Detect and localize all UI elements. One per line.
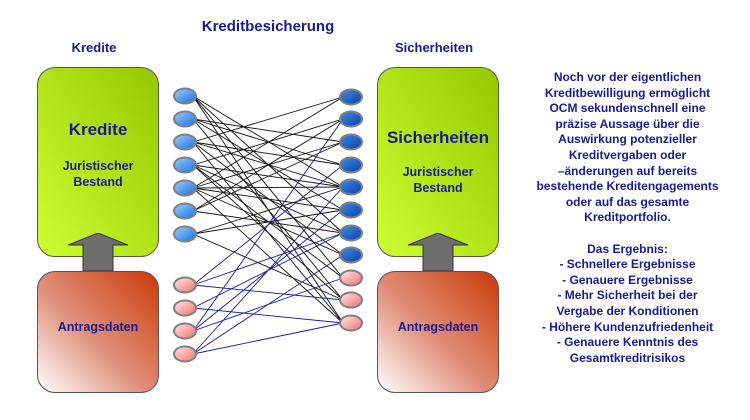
result-item: Gesamtkreditrisikos bbox=[569, 350, 686, 365]
description-line: Kreditportfolio. bbox=[584, 210, 671, 225]
left-credit-node bbox=[173, 133, 197, 151]
kredite-antragsdaten-box: Antragsdaten bbox=[37, 271, 159, 393]
application-link bbox=[192, 118, 344, 332]
right-collateral-node bbox=[339, 224, 363, 242]
credit-link bbox=[192, 95, 344, 188]
credit-link bbox=[192, 233, 344, 301]
left-credit-node bbox=[173, 202, 197, 220]
credit-link bbox=[192, 118, 344, 212]
left-credit-node bbox=[173, 156, 197, 174]
right-collateral-node bbox=[339, 88, 363, 106]
right-collateral-node bbox=[339, 110, 363, 128]
description-line: bestehende Kreditengagements bbox=[536, 179, 719, 194]
right-collateral-node bbox=[339, 156, 363, 174]
left-credit-node bbox=[173, 179, 197, 197]
application-link bbox=[192, 322, 344, 355]
credit-link bbox=[192, 187, 344, 324]
description-line: OCM sekundenschnell eine bbox=[549, 101, 706, 116]
description-line: Noch vor der eigentlichen bbox=[553, 70, 702, 84]
application-link bbox=[192, 254, 344, 355]
left-application-node bbox=[173, 276, 197, 294]
right-collateral-node bbox=[339, 246, 363, 264]
description-line: oder auf das gesamte bbox=[565, 194, 690, 209]
credit-link bbox=[192, 164, 344, 188]
application-link bbox=[192, 186, 344, 355]
diagram-title: Kreditbesicherung bbox=[201, 18, 335, 35]
right-collateral-node bbox=[339, 201, 363, 219]
application-link bbox=[192, 307, 344, 324]
sicherheiten-box-title: Sicherheiten bbox=[386, 128, 490, 147]
right-application-node bbox=[339, 314, 363, 332]
credit-link bbox=[192, 209, 344, 235]
left-application-node bbox=[173, 299, 197, 317]
up-arrow-icon bbox=[68, 233, 128, 271]
sicherheiten-antragsdaten-box: Antragsdaten bbox=[377, 271, 499, 393]
kredite-column-label: Kredite bbox=[71, 40, 117, 55]
credit-link bbox=[192, 141, 344, 212]
sicherheiten-box: Sicherheiten Juristischer Bestand bbox=[377, 67, 499, 257]
right-collateral-node bbox=[339, 178, 363, 196]
application-link bbox=[192, 232, 344, 286]
description-line: Kreditvergaben oder bbox=[568, 147, 687, 162]
kredite-box-sub2: Bestand bbox=[73, 175, 123, 189]
credit-link bbox=[192, 118, 344, 301]
left-application-node bbox=[173, 322, 197, 340]
credit-link bbox=[192, 186, 344, 235]
kredite-box-sub1: Juristischer bbox=[62, 159, 134, 173]
antragsdaten-label: Antragsdaten bbox=[397, 320, 479, 334]
left-application-node bbox=[173, 345, 197, 363]
right-application-node bbox=[339, 291, 363, 309]
credit-link bbox=[192, 187, 344, 211]
left-credit-node bbox=[173, 87, 197, 105]
left-credit-node bbox=[173, 225, 197, 243]
result-item: - Genauere Ergebnisse bbox=[562, 272, 693, 287]
credit-link bbox=[192, 164, 344, 301]
result-item: Vergabe der Konditionen bbox=[556, 303, 699, 318]
description-line: präzise Aussage über die bbox=[555, 116, 700, 131]
application-link bbox=[192, 284, 344, 301]
kredite-box: Kredite Juristischer Bestand bbox=[37, 67, 159, 257]
sicherheiten-box-sub1: Juristischer bbox=[402, 165, 474, 179]
right-application-node bbox=[339, 269, 363, 287]
result-item: - Höhere Kundenzufriedenheit bbox=[541, 319, 714, 334]
description-line: Kreditbewilligung ermöglicht bbox=[544, 85, 711, 100]
credit-link bbox=[192, 96, 344, 189]
result-item: - Genauere Kenntnis des bbox=[556, 335, 699, 350]
antragsdaten-label: Antragsdaten bbox=[57, 320, 139, 334]
sicherheiten-box-sub2: Bestand bbox=[413, 181, 463, 195]
sicherheiten-column-label: Sicherheiten bbox=[394, 40, 474, 55]
description-line: –änderungen auf bereits bbox=[557, 163, 698, 178]
result-item: - Mehr Sicherheit bei der bbox=[557, 288, 698, 303]
left-credit-node bbox=[173, 110, 197, 128]
credit-link bbox=[192, 96, 344, 143]
result-heading: Das Ergebnis: bbox=[587, 241, 668, 256]
description-line: Auswirkung potenzieller bbox=[558, 132, 697, 147]
kredite-box-title: Kredite bbox=[68, 120, 128, 139]
credit-link bbox=[192, 118, 344, 143]
result-item: - Schnellere Ergebnisse bbox=[559, 257, 696, 272]
right-collateral-node bbox=[339, 133, 363, 151]
credit-link bbox=[192, 141, 344, 166]
up-arrow-icon bbox=[408, 233, 468, 271]
credit-link bbox=[192, 186, 344, 189]
credit-link bbox=[192, 141, 344, 256]
